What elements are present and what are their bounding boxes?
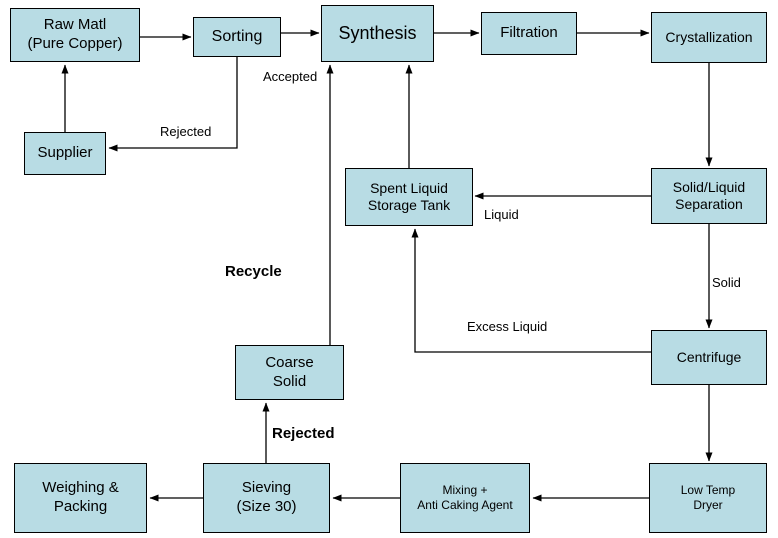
node-weighing-packing: Weighing & Packing (14, 463, 147, 533)
node-supplier: Supplier (24, 132, 106, 175)
node-spent-liquid-storage-tank: Spent Liquid Storage Tank (345, 168, 473, 226)
node-synthesis: Synthesis (321, 5, 434, 62)
node-coarse-solid: Coarse Solid (235, 345, 344, 400)
node-raw-matl: Raw Matl (Pure Copper) (10, 8, 140, 62)
edge-label-recycle: Recycle (225, 263, 282, 280)
node-centrifuge: Centrifuge (651, 330, 767, 385)
edge-label-excess-liquid: Excess Liquid (467, 319, 548, 334)
edge-label-liquid: Liquid (484, 207, 519, 222)
node-solid-liquid-separation: Solid/Liquid Separation (651, 168, 767, 224)
node-mixing-anti-caking: Mixing + Anti Caking Agent (400, 463, 530, 533)
node-sieving: Sieving (Size 30) (203, 463, 330, 533)
node-crystallization: Crystallization (651, 12, 767, 63)
edge-label-rejected-top: Rejected (160, 124, 212, 139)
edge-label-solid: Solid (712, 275, 741, 290)
node-filtration: Filtration (481, 12, 577, 55)
arrow-centrifuge-to-tank (411, 228, 651, 353)
node-sorting: Sorting (193, 17, 281, 57)
node-low-temp-dryer: Low Temp Dryer (649, 463, 767, 533)
edge-label-accepted: Accepted (263, 69, 318, 84)
edge-label-rejected-bottom: Rejected (272, 425, 335, 442)
arrow-sorting-to-supplier (108, 57, 238, 152)
